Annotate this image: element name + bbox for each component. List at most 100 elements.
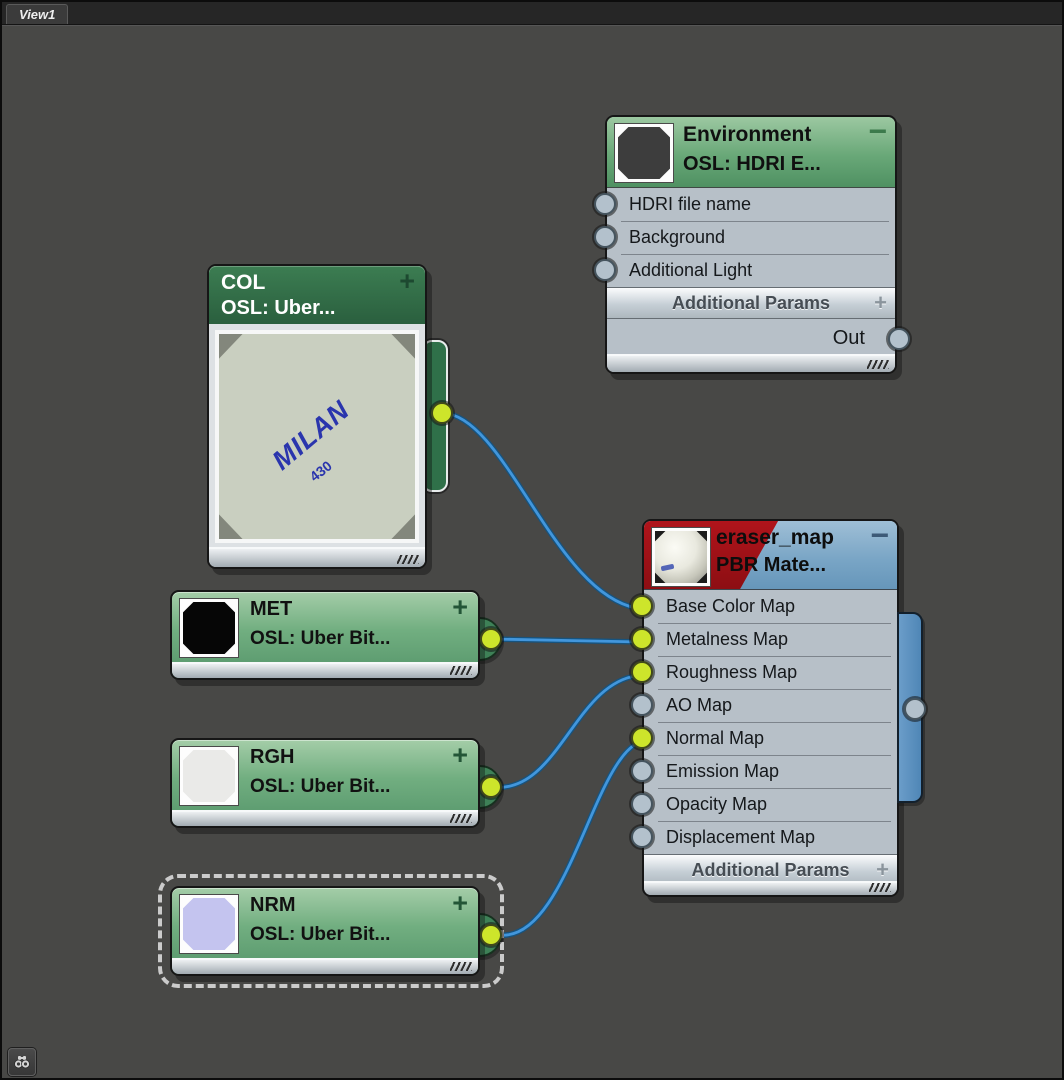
node-bottom-strip: [607, 354, 895, 372]
environment-out-socket[interactable]: [888, 328, 910, 350]
input-socket-metalness-map[interactable]: [631, 628, 653, 650]
input-row-emission-map[interactable]: Emission Map: [631, 755, 897, 788]
eraser-header[interactable]: eraser_map PBR Mate... −: [644, 521, 897, 590]
node-subtitle: OSL: Uber Bit...: [250, 628, 391, 649]
input-row-hdri-file-name[interactable]: HDRI file name: [594, 188, 895, 221]
input-label: HDRI file name: [629, 194, 752, 214]
input-socket-ao-map[interactable]: [631, 694, 653, 716]
node-title: RGH: [250, 746, 295, 768]
input-socket-normal-map[interactable]: [631, 727, 653, 749]
additional-params-bar[interactable]: Additional Params +: [644, 854, 897, 886]
additional-params-bar[interactable]: Additional Params +: [607, 287, 895, 319]
collapse-minus-icon[interactable]: −: [868, 113, 887, 149]
input-row-opacity-map[interactable]: Opacity Map: [631, 788, 897, 821]
input-label: Base Color Map: [666, 596, 796, 616]
node-bottom-strip: [172, 810, 478, 826]
input-row-additional-light[interactable]: Additional Light: [594, 254, 895, 287]
connection-col-basecolor[interactable]: [440, 410, 646, 612]
eraser-material-out-socket[interactable]: [904, 698, 926, 720]
node-title: MET: [250, 598, 293, 620]
navigate-button[interactable]: [8, 1048, 36, 1076]
met-swatch: [180, 599, 238, 657]
node-subtitle: OSL: Uber Bit...: [250, 924, 391, 945]
node-bottom-strip: [172, 662, 478, 678]
node-bottom-strip: [209, 547, 425, 567]
environment-header[interactable]: Environment OSL: HDRI E... −: [607, 113, 895, 188]
resize-grip-icon[interactable]: [869, 883, 891, 892]
output-label: Out: [832, 327, 865, 349]
input-socket-opacity-map[interactable]: [631, 793, 653, 815]
input-label: Emission Map: [666, 761, 780, 781]
input-socket-base-color-map[interactable]: [631, 595, 653, 617]
resize-grip-icon[interactable]: [450, 962, 472, 971]
input-socket-hdri-file-name[interactable]: [594, 193, 616, 215]
resize-grip-icon[interactable]: [450, 666, 472, 675]
environment-output-row: Out: [607, 319, 910, 359]
input-socket-roughness-map[interactable]: [631, 661, 653, 683]
resize-grip-icon[interactable]: [450, 814, 472, 823]
input-row-ao-map[interactable]: AO Map: [631, 689, 897, 722]
rgh-output-socket[interactable]: [480, 776, 502, 798]
node-subtitle: PBR Mate...: [716, 554, 827, 576]
preview-model-text: 430: [306, 457, 335, 485]
binoculars-icon: [14, 1056, 30, 1069]
met-output-socket[interactable]: [480, 628, 502, 650]
input-socket-displacement-map[interactable]: [631, 826, 653, 848]
node-nrm[interactable]: NRM OSL: Uber Bit... +: [170, 886, 480, 976]
tab-view1[interactable]: View1: [6, 4, 69, 24]
expand-plus-icon[interactable]: +: [399, 266, 415, 296]
col-header[interactable]: COL OSL: Uber... +: [209, 266, 425, 324]
input-row-normal-map[interactable]: Normal Map: [631, 722, 897, 755]
environment-preview-thumbnail: [615, 124, 673, 182]
col-preview: MILAN 430: [209, 324, 425, 549]
input-label: Normal Map: [666, 728, 765, 748]
eraser-inputs: Base Color Map Metalness Map Roughness M…: [631, 590, 897, 854]
node-bottom-strip: [172, 958, 478, 974]
node-col[interactable]: COL OSL: Uber... + MILAN 430: [207, 264, 427, 569]
node-rgh[interactable]: RGH OSL: Uber Bit... +: [170, 738, 480, 828]
connection-nrm-normal-core: [497, 739, 645, 937]
input-socket-background[interactable]: [594, 226, 616, 248]
input-label: Background: [629, 227, 726, 247]
input-row-roughness-map[interactable]: Roughness Map: [631, 656, 897, 689]
node-title: Environment: [683, 123, 812, 146]
expand-plus-icon[interactable]: +: [452, 592, 468, 622]
node-eraser-map[interactable]: eraser_map PBR Mate... − Base Color Map …: [631, 519, 926, 897]
input-label: Metalness Map: [666, 629, 789, 649]
expand-plus-icon[interactable]: +: [876, 857, 889, 882]
input-label: Roughness Map: [666, 662, 798, 682]
expand-plus-icon[interactable]: +: [452, 888, 468, 918]
expand-plus-icon[interactable]: +: [874, 290, 887, 315]
input-socket-emission-map[interactable]: [631, 760, 653, 782]
connection-nrm-normal[interactable]: [496, 738, 646, 938]
environment-inputs: HDRI file name Background Additional Lig…: [594, 188, 895, 287]
node-title: COL: [221, 271, 266, 294]
nrm-swatch: [180, 895, 238, 953]
expand-plus-icon[interactable]: +: [452, 740, 468, 770]
resize-grip-icon[interactable]: [867, 360, 889, 369]
tab-label: View1: [19, 7, 56, 22]
collapse-minus-icon[interactable]: −: [870, 521, 889, 553]
input-row-displacement-map[interactable]: Displacement Map: [631, 821, 897, 854]
nrm-selection-outline: [158, 874, 504, 988]
resize-grip-icon[interactable]: [397, 555, 419, 564]
input-label: Opacity Map: [666, 794, 768, 814]
input-label: Additional Light: [629, 260, 753, 280]
preview-brand-text: MILAN: [266, 394, 356, 476]
nrm-output-socket[interactable]: [480, 924, 502, 946]
eraser-smudge-mark: [660, 563, 675, 572]
input-row-background[interactable]: Background: [594, 221, 895, 254]
col-output-socket[interactable]: [431, 402, 453, 424]
input-label: Displacement Map: [666, 827, 816, 847]
node-met[interactable]: MET OSL: Uber Bit... +: [170, 590, 480, 680]
node-environment[interactable]: Environment OSL: HDRI E... − HDRI file n…: [594, 113, 910, 374]
node-bottom-strip: [644, 881, 897, 895]
col-preview-image: MILAN 430: [219, 334, 415, 539]
input-row-base-color-map[interactable]: Base Color Map: [631, 590, 897, 623]
connection-rgh-roughness[interactable]: [488, 672, 646, 791]
connection-rgh-roughness-core: [489, 673, 645, 789]
node-title: NRM: [250, 894, 296, 916]
input-row-metalness-map[interactable]: Metalness Map: [631, 623, 897, 656]
input-socket-additional-light[interactable]: [594, 259, 616, 281]
